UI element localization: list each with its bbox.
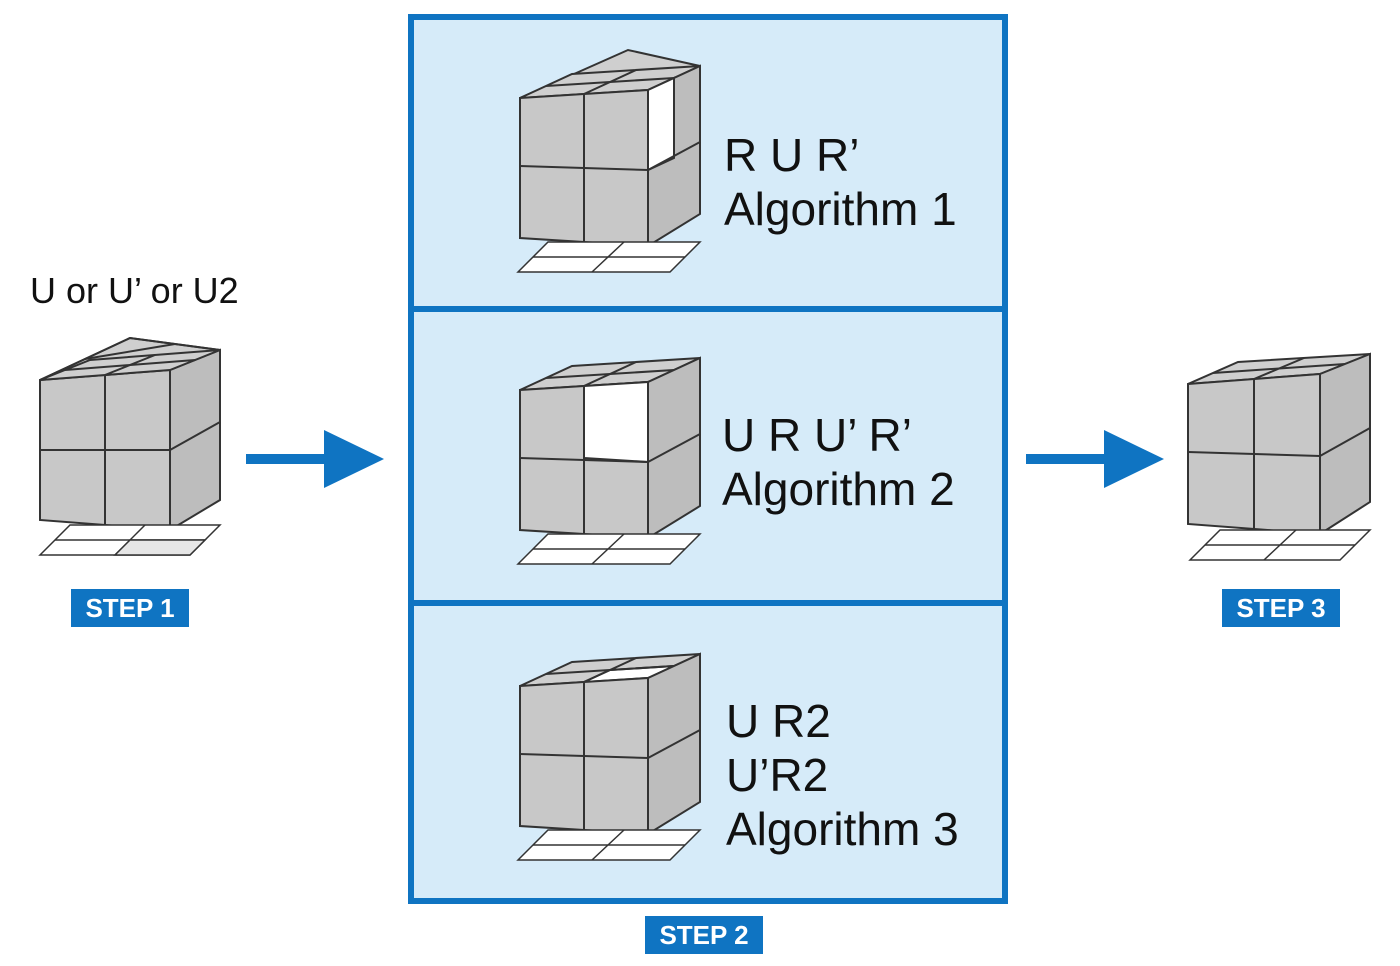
move-label: U or U’ or U2 — [30, 270, 239, 311]
panel-divider — [414, 600, 1002, 606]
algorithm-row-3: U R2 U’R2 Algorithm 3 — [414, 606, 1002, 898]
algorithm-panel: R U R’ Algorithm 1 U R U’ R’ Algorithm 2 — [408, 14, 1008, 904]
cube-icon-step3 — [1187, 352, 1372, 561]
algorithm-1-name: Algorithm 1 — [724, 183, 957, 235]
algorithm-3-moves-1: U R2 — [726, 695, 831, 747]
cube-icon — [38, 336, 222, 556]
cube-icon — [516, 652, 702, 861]
cube-icon-step1 — [38, 336, 222, 556]
algorithm-2-text: U R U’ R’ Algorithm 2 — [722, 408, 955, 516]
algorithm-row-1: R U R’ Algorithm 1 — [414, 20, 1002, 306]
algorithm-row-2: U R U’ R’ Algorithm 2 — [414, 312, 1002, 600]
algorithm-1-text: R U R’ Algorithm 1 — [724, 128, 957, 236]
cube-icon — [516, 356, 702, 565]
panel-divider — [414, 306, 1002, 312]
algorithm-1-moves: R U R’ — [724, 129, 860, 181]
arrow-right-icon — [1026, 430, 1164, 488]
algorithm-3-moves-2: U’R2 — [726, 749, 829, 801]
step-3-badge: STEP 3 — [1222, 589, 1340, 627]
step-2-badge: STEP 2 — [645, 916, 763, 954]
algorithm-3-text: U R2 U’R2 Algorithm 3 — [726, 694, 959, 856]
algorithm-3-name: Algorithm 3 — [726, 803, 959, 855]
step-1-badge: STEP 1 — [71, 589, 189, 627]
cube-icon — [516, 48, 702, 273]
algorithm-2-moves: U R U’ R’ — [722, 409, 912, 461]
arrow-right-icon — [246, 430, 384, 488]
algorithm-2-name: Algorithm 2 — [722, 463, 955, 515]
cube-icon — [1187, 352, 1372, 561]
